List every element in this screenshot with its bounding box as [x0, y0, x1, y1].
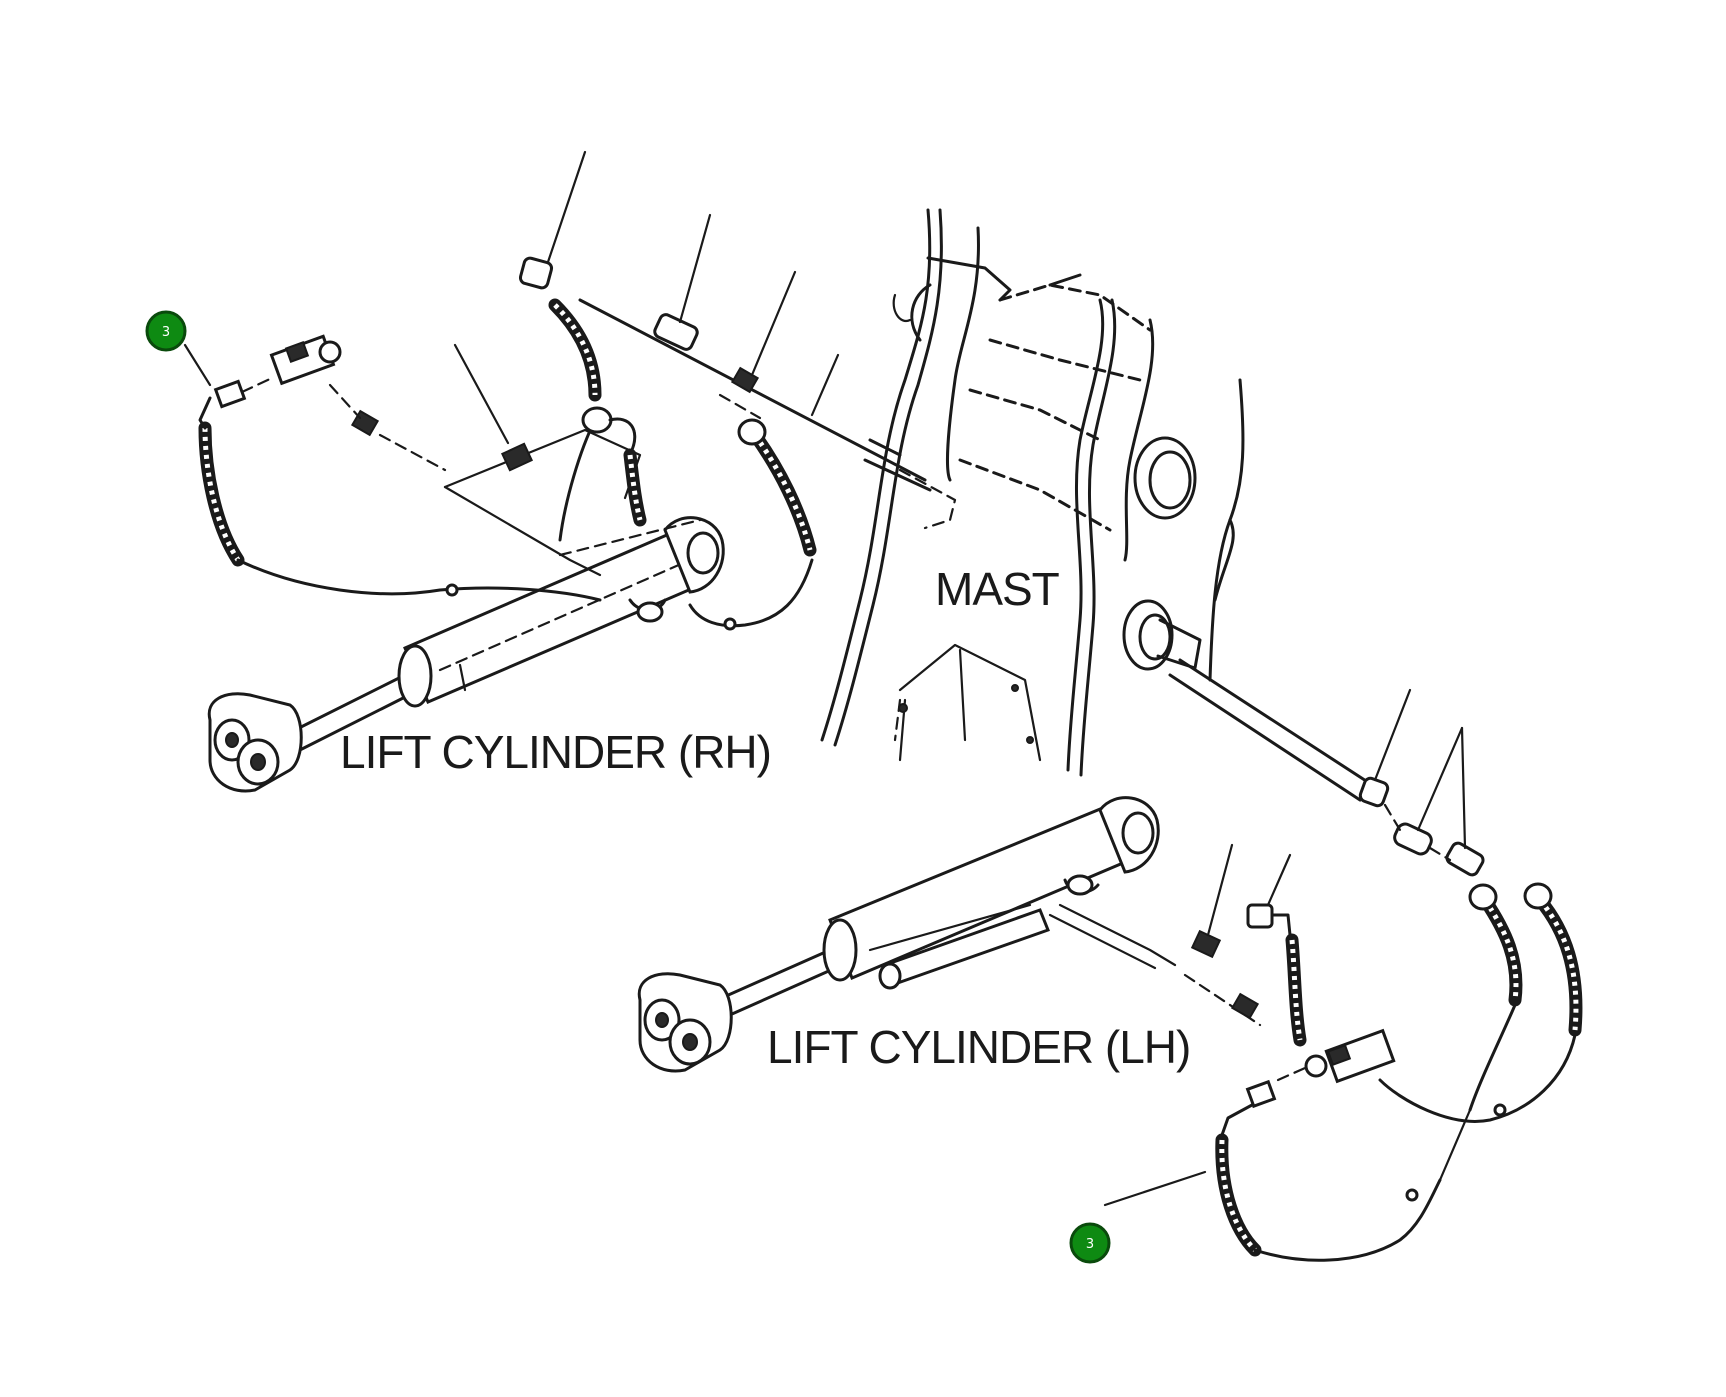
lh-hoses-fittings — [1048, 688, 1583, 1262]
callout-3-lower-number: 3 — [1086, 1237, 1094, 1252]
lift-cylinder-rh — [207, 516, 725, 793]
callout-3-upper[interactable]: 3 — [145, 310, 212, 387]
callout-3-upper-number: 3 — [162, 325, 170, 340]
mast-assembly — [578, 208, 1382, 802]
rh-hoses-fittings — [198, 150, 840, 631]
callout-3-lower[interactable]: 3 — [1069, 1170, 1207, 1264]
lift-cylinder-lh — [637, 796, 1160, 1073]
lift-cylinder-lh-label: LIFT CYLINDER (LH) — [767, 1021, 1190, 1073]
mast-label: MAST — [935, 563, 1060, 615]
lift-cylinder-rh-label: LIFT CYLINDER (RH) — [340, 726, 771, 778]
